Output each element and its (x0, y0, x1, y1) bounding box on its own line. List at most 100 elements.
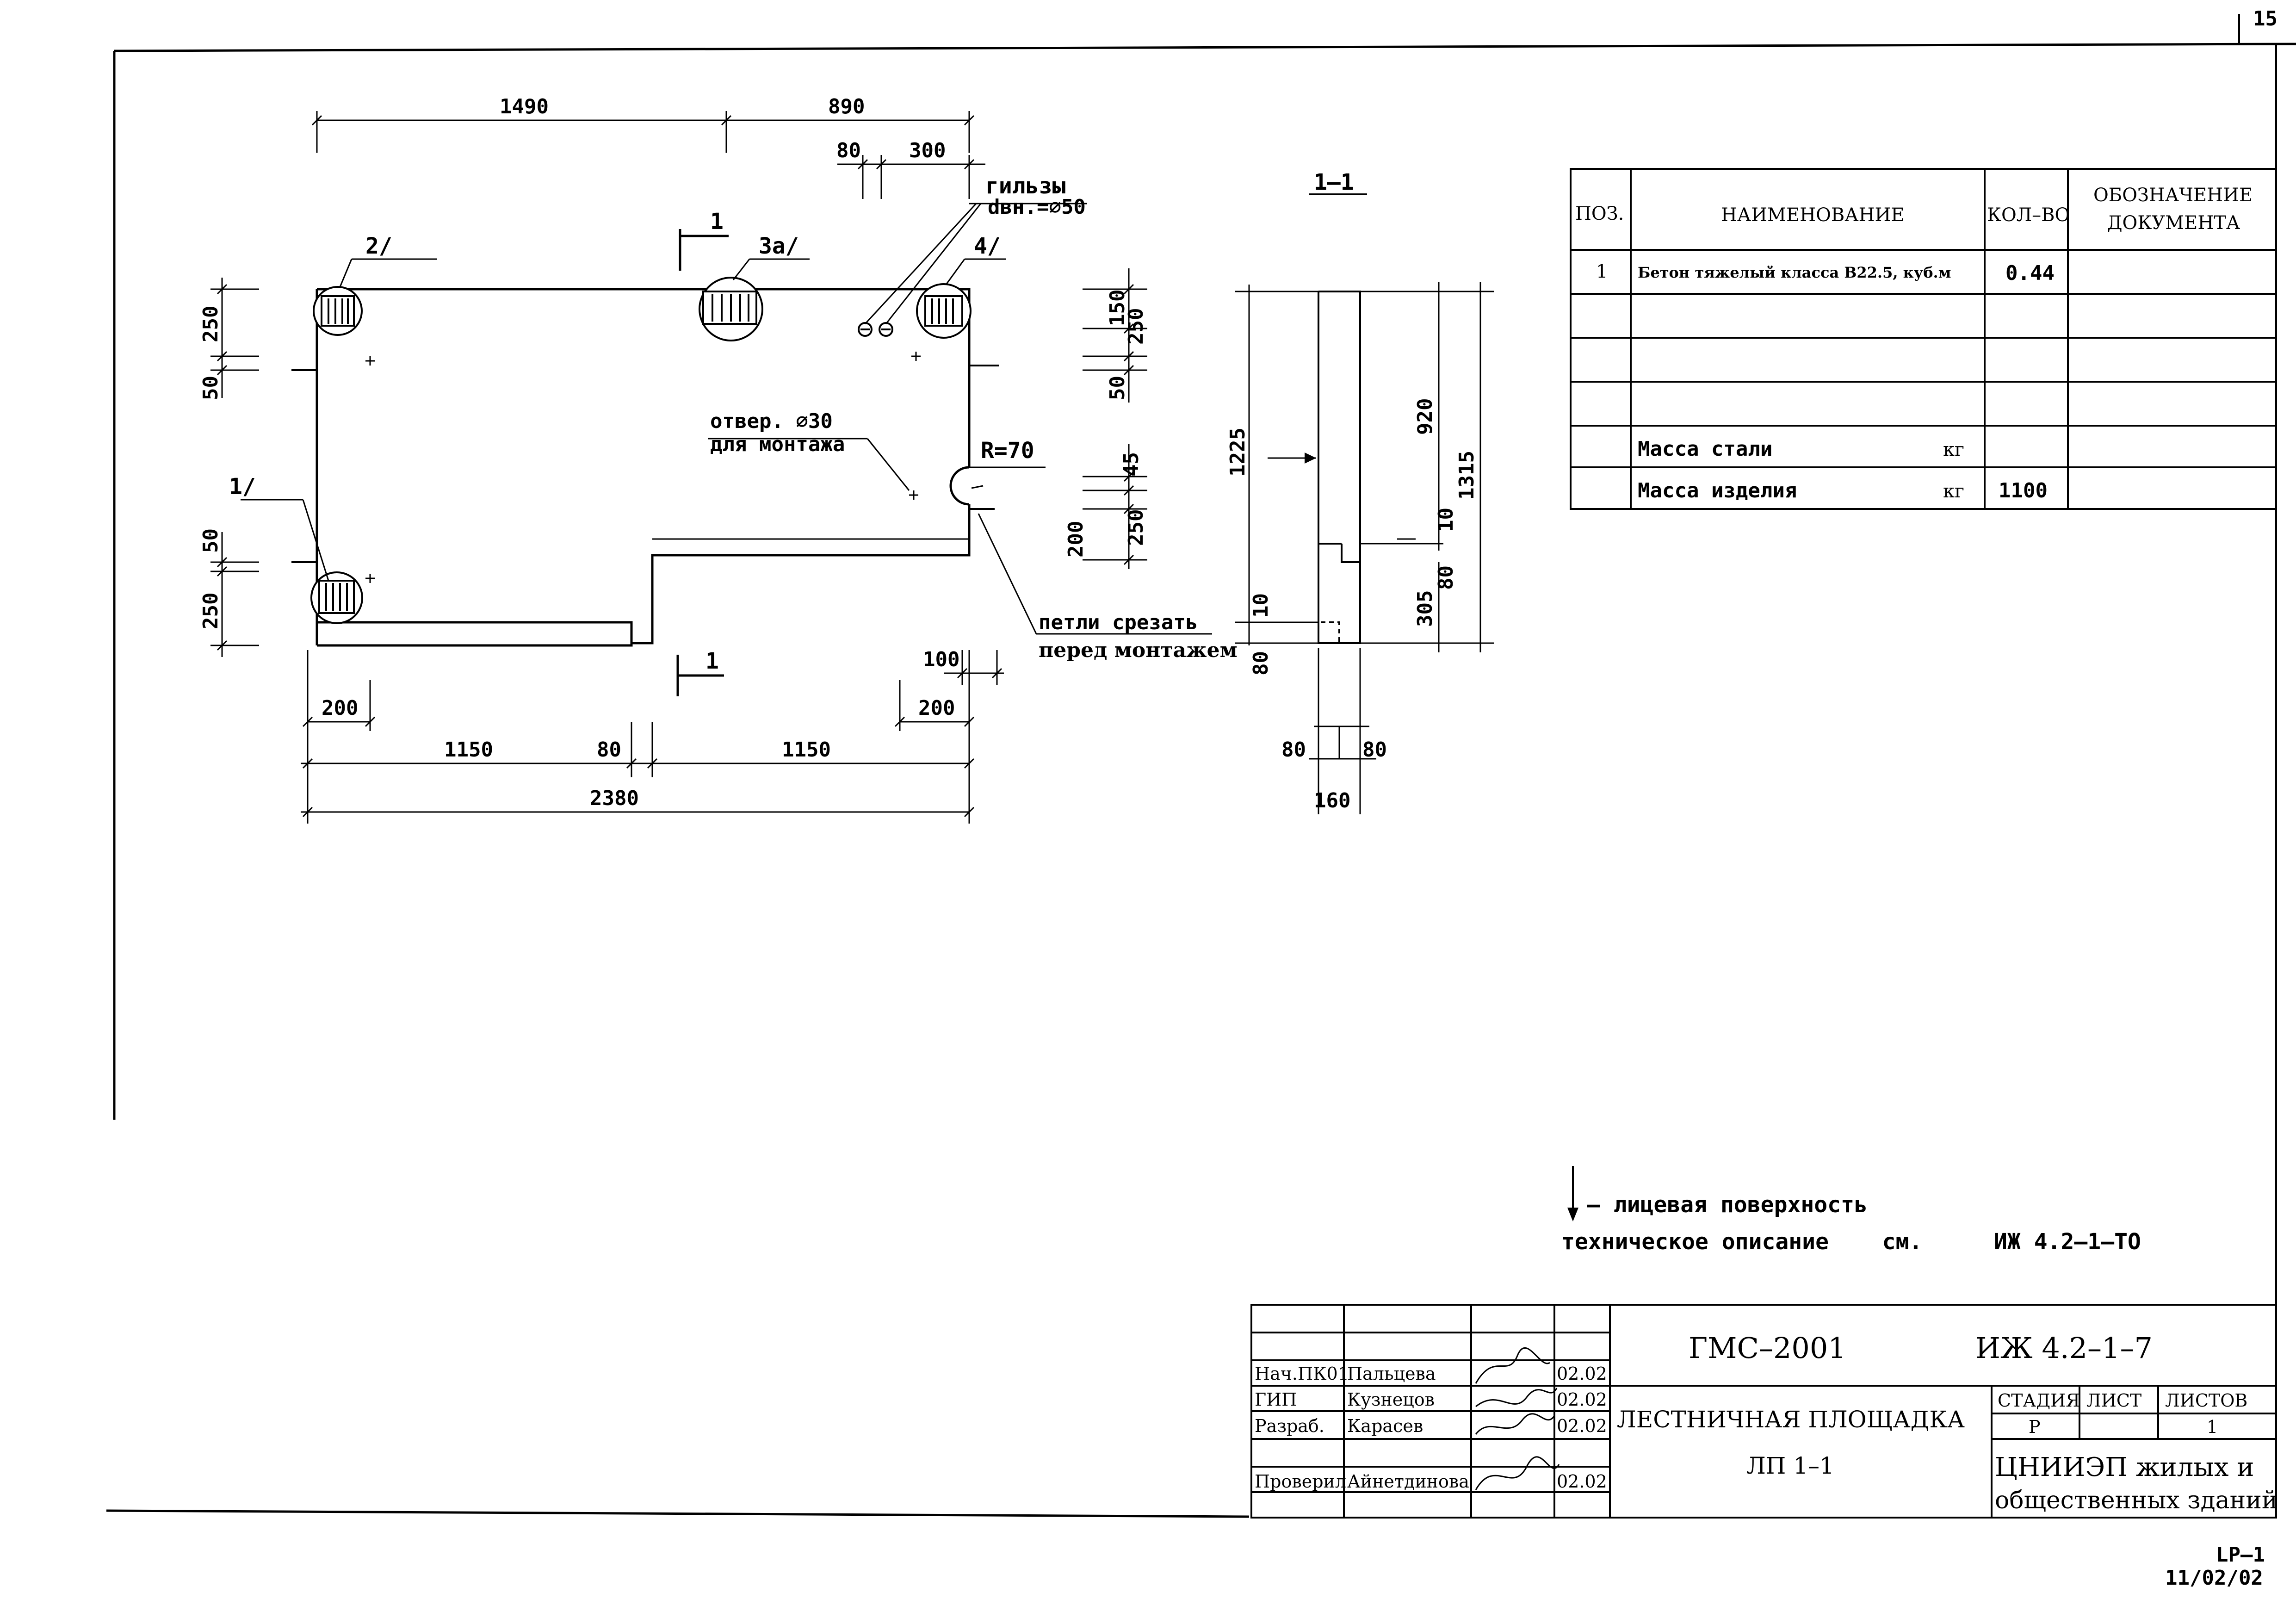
sec-dim-160: 160 (1314, 789, 1350, 812)
dim-bottom-80: 80 (597, 738, 621, 762)
th-qty: КОЛ–ВО (1987, 205, 2070, 226)
sec-dim-10: 10 (1434, 508, 1458, 532)
footer-date: 11/02/02 (2165, 1566, 2263, 1590)
lifting-loop (313, 286, 363, 336)
staff-date-1: 02.02 (1557, 1364, 1607, 1384)
callout-1: 1/ (229, 474, 256, 500)
steel-unit: кг (1943, 439, 1964, 460)
staff-name-3: Карасев (1347, 1416, 1423, 1436)
staff-role-4: Проверил (1255, 1471, 1346, 1492)
sheets-header: ЛИСТОВ (2165, 1390, 2247, 1411)
section-mark-top: 1 (710, 209, 724, 235)
dim-left-50: 50 (199, 376, 223, 400)
loops-label-1: петли срезать (1039, 611, 1198, 634)
staff-name-2: Кузнецов (1347, 1389, 1435, 1410)
lifting-loop (916, 283, 972, 339)
staff-role-2: ГИП (1255, 1389, 1297, 1410)
row1-name: Бетон тяжелый класса B22.5, куб.м (1638, 264, 1951, 281)
sleeves-label: гильзы (985, 173, 1065, 199)
sleeve-holes (858, 322, 893, 337)
th-doc-1: ОБОЗНАЧЕНИЕ (2093, 185, 2253, 206)
sec-dim-80b: 80 (1249, 651, 1273, 676)
dim-top-890: 890 (828, 95, 865, 118)
th-doc-2: ДОКУМЕНТА (2107, 212, 2240, 234)
dim-bottom-100: 100 (923, 648, 959, 671)
dim-bottom-2380: 2380 (590, 787, 639, 810)
th-name: НАИМЕНОВАНИЕ (1721, 205, 1905, 226)
mass-value: 1100 (1999, 479, 2048, 502)
dim-left-50b: 50 (199, 528, 223, 553)
steel-label: Масса стали (1638, 437, 1772, 461)
doc-code: ИЖ 4.2–1–7 (1975, 1331, 2153, 1365)
sec-dim-10b: 10 (1249, 593, 1273, 618)
section-title: 1–1 (1314, 169, 1354, 195)
hole-label-1: отвер. ⌀30 (710, 409, 833, 433)
dimension-lines (210, 111, 1147, 824)
dim-right-45: 45 (1120, 452, 1143, 477)
org-line-1: ЦНИИЭП жилых и (1995, 1452, 2254, 1482)
dim-bottom-200b: 200 (918, 696, 955, 720)
plan-view: 1490 890 80 300 200 1150 80 1150 2380 10… (199, 95, 1238, 824)
loops-label-2: перед монтажем (1039, 638, 1238, 662)
callout-2: 2/ (365, 233, 392, 259)
dim-top-1490: 1490 (500, 95, 549, 118)
sleeves-dim: dвн.=⌀50 (988, 195, 1086, 219)
staff-date-3: 02.02 (1557, 1416, 1607, 1436)
sec-dim-1315: 1315 (1455, 451, 1479, 500)
section-mark-arrows (676, 229, 729, 696)
title-block: Нач.ПК01 Пальцева 02.02 ГИП Кузнецов 02.… (1250, 1304, 2278, 1519)
sec-dim-80d: 80 (1362, 738, 1387, 762)
lifting-loop (310, 571, 363, 624)
row1-pos: 1 (1596, 261, 1608, 282)
note-face: – лицевая поверхность (1587, 1192, 1868, 1218)
notes: – лицевая поверхность техническое описан… (1561, 1166, 2141, 1255)
staff-name-4: Айнетдинова (1347, 1471, 1469, 1492)
sheet-frame (106, 14, 2296, 1518)
face-arrow (1305, 452, 1316, 464)
dim-right-250: 250 (1124, 308, 1148, 345)
callout-3a: 3а/ (759, 233, 799, 259)
sec-dim-1225: 1225 (1226, 428, 1250, 477)
drawing-name-2: ЛП 1–1 (1746, 1452, 1834, 1479)
drawing-name-1: ЛЕСТНИЧНАЯ ПЛОЩАДКА (1617, 1406, 1965, 1433)
mass-label: Масса изделия (1638, 479, 1797, 502)
staff-name-1: Пальцева (1347, 1364, 1436, 1384)
sec-dim-305: 305 (1413, 590, 1437, 627)
staff-date-4: 02.02 (1557, 1471, 1607, 1492)
lifting-loop (699, 277, 763, 341)
row1-qty: 0.44 (2005, 261, 2055, 285)
note-tech-ref: ИЖ 4.2–1–ТО (1994, 1229, 2141, 1255)
sec-dim-80c: 80 (1281, 738, 1306, 762)
stage-header: СТАДИЯ (1998, 1390, 2080, 1411)
staff-date-2: 02.02 (1557, 1389, 1607, 1410)
dim-right-50: 50 (1106, 376, 1129, 400)
dim-right-250b: 250 (1124, 509, 1148, 546)
mounting-holes (365, 352, 984, 583)
sec-dim-920: 920 (1413, 398, 1437, 435)
dim-left-250: 250 (199, 306, 223, 342)
radius-label: R=70 (981, 438, 1034, 464)
callout-4: 4/ (974, 233, 1001, 259)
dim-top-80: 80 (836, 139, 861, 162)
page-number: 15 (2253, 7, 2277, 31)
footer-code: LP–1 (2216, 1543, 2265, 1567)
dim-left-250b: 250 (199, 593, 223, 629)
th-pos: ПОЗ. (1575, 203, 1624, 224)
mass-unit: кг (1943, 481, 1964, 502)
project-code: ГМС–2001 (1689, 1331, 1846, 1365)
sheets-value: 1 (2207, 1417, 2218, 1437)
section-outline (1318, 291, 1361, 644)
dimension-ticks (217, 115, 1134, 818)
sheet-header: ЛИСТ (2086, 1390, 2141, 1411)
callout-leaders (241, 203, 1212, 635)
staff-role-1: Нач.ПК01 (1255, 1364, 1349, 1384)
slab-outline (316, 288, 971, 647)
section-dimension-lines (1235, 282, 1494, 814)
stage-value: Р (2029, 1417, 2041, 1437)
dim-right-200: 200 (1064, 521, 1088, 558)
note-tech: техническое описание см. (1561, 1229, 1922, 1255)
dim-right-150: 150 (1106, 290, 1129, 326)
dim-bottom-1150: 1150 (444, 738, 493, 762)
dim-bottom-200: 200 (322, 696, 358, 720)
